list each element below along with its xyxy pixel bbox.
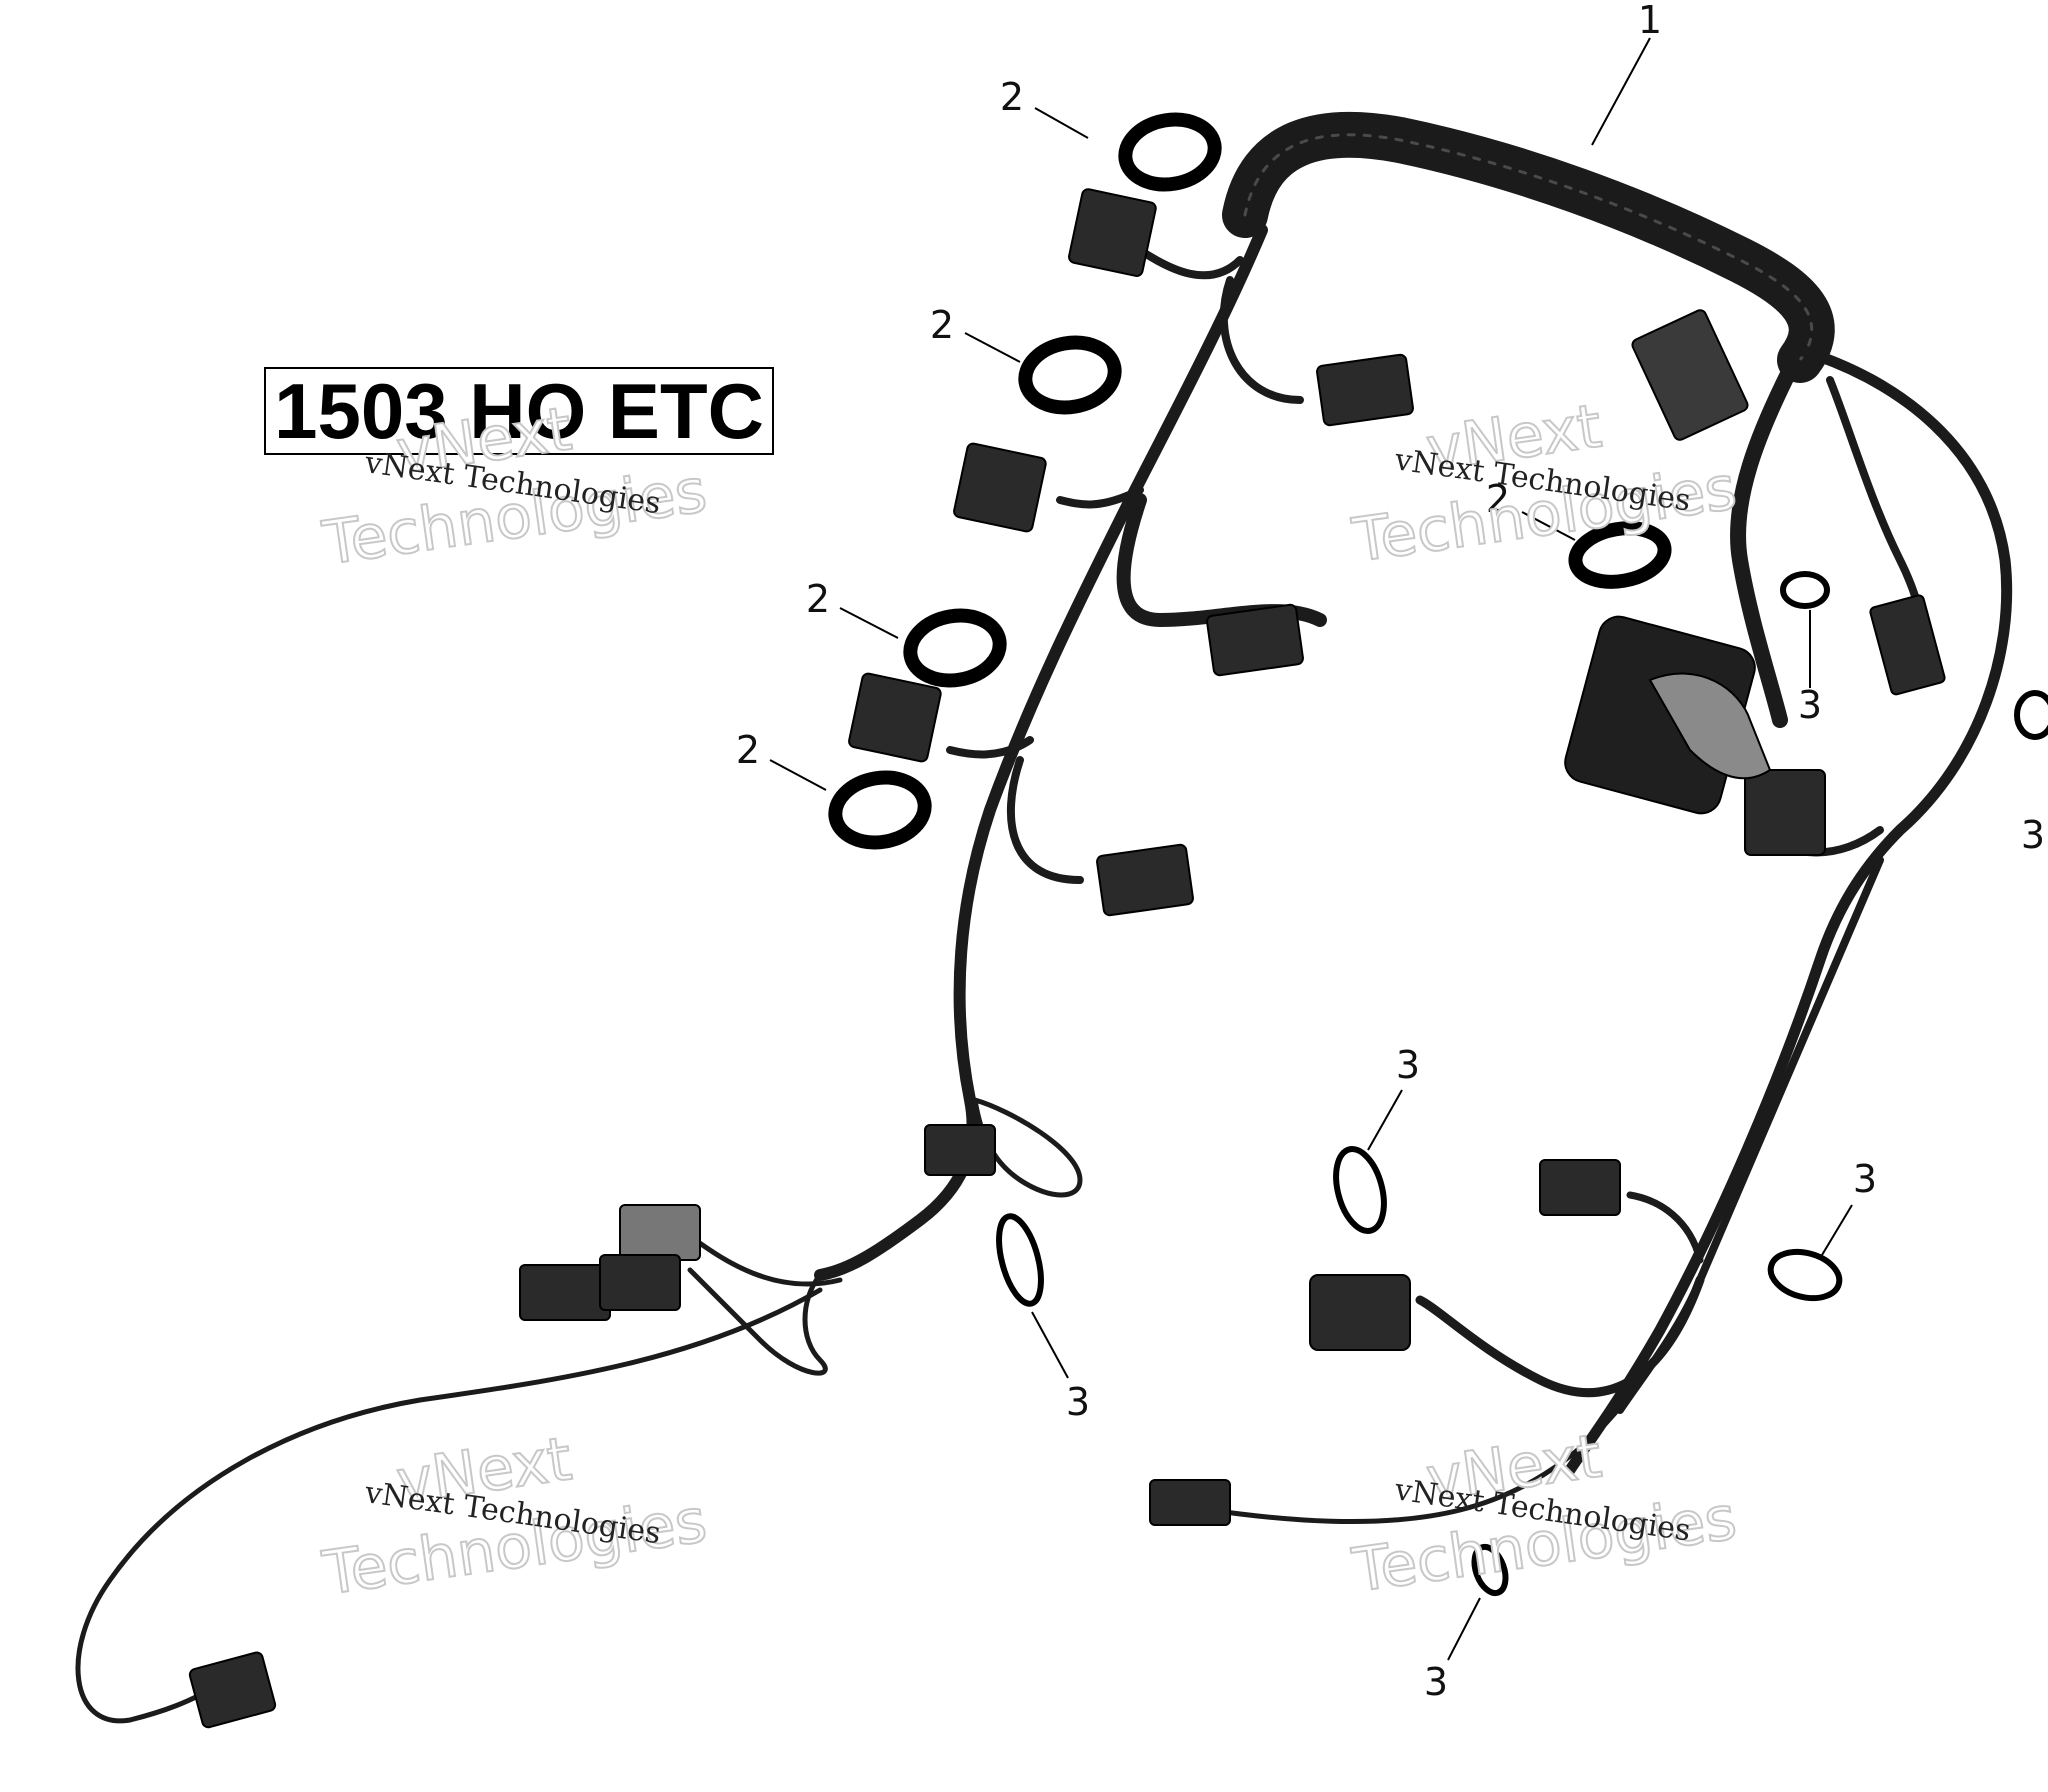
- harness-left-tail: [75, 1287, 823, 1724]
- connector: [519, 1264, 611, 1321]
- callout-label: 2: [1486, 477, 1510, 521]
- callout-label: 2: [930, 303, 954, 347]
- harness-left-trunk: [814, 224, 1268, 1281]
- connector: [1744, 769, 1826, 856]
- callout-label: 3: [1396, 1043, 1420, 1087]
- throttle-bracket: [1648, 672, 1772, 780]
- watermark-bottom-right: vNext Technologies vNext Technologies: [1347, 1420, 1741, 1607]
- callout-label: 2: [806, 577, 830, 621]
- cable-tie: [1568, 521, 1672, 589]
- clip: [996, 1213, 1044, 1307]
- callout-label: 3: [1798, 683, 1822, 727]
- connector: [619, 1204, 701, 1261]
- connector: [1149, 1479, 1231, 1526]
- clips-3: [996, 571, 2048, 1597]
- cable-tie: [1018, 335, 1122, 415]
- connector: [924, 1124, 996, 1176]
- callouts: 1 2 2 2 2 2 3 3 3 3 3 3: [736, 0, 2045, 1704]
- cable-ties-2: [828, 112, 1672, 850]
- clip: [1471, 1543, 1509, 1597]
- cable-tie: [903, 608, 1007, 688]
- title-box: 1503 HO ETC: [264, 367, 774, 455]
- callout-label: 1: [1638, 0, 1662, 42]
- callout-label: 3: [2021, 813, 2045, 857]
- leader-lines: [769, 37, 1853, 1661]
- clip: [2014, 690, 2048, 740]
- connector: [848, 672, 942, 763]
- cable-tie: [828, 770, 932, 850]
- cable-tie: [1118, 112, 1222, 192]
- connector: [1206, 603, 1304, 677]
- connector: [1068, 188, 1157, 277]
- connector: [1539, 1159, 1621, 1216]
- harness-top-bundle: [1222, 111, 1835, 383]
- callout-label: 3: [1853, 1157, 1877, 1201]
- connector: [953, 442, 1047, 533]
- connector: [1869, 594, 1946, 696]
- callout-label: 2: [736, 728, 760, 772]
- clip: [1333, 1146, 1387, 1234]
- callout-label: 2: [1000, 75, 1024, 119]
- watermark-bottom-left: vNext Technologies vNext Technologies: [317, 1423, 711, 1610]
- clip: [1767, 1248, 1843, 1302]
- diagram-title: 1503 HO ETC: [274, 367, 764, 455]
- connector: [599, 1254, 681, 1311]
- callout-label: 3: [1066, 1380, 1090, 1424]
- callout-label: 3: [1424, 1660, 1448, 1704]
- harness-right-loop: [1564, 344, 2013, 1476]
- connector: [1309, 1274, 1411, 1351]
- clip: [1780, 571, 1830, 609]
- connector: [1096, 843, 1194, 917]
- connector: [1631, 309, 1749, 441]
- connector: [188, 1651, 277, 1729]
- connector: [1316, 353, 1414, 427]
- connectors: [188, 188, 1946, 1729]
